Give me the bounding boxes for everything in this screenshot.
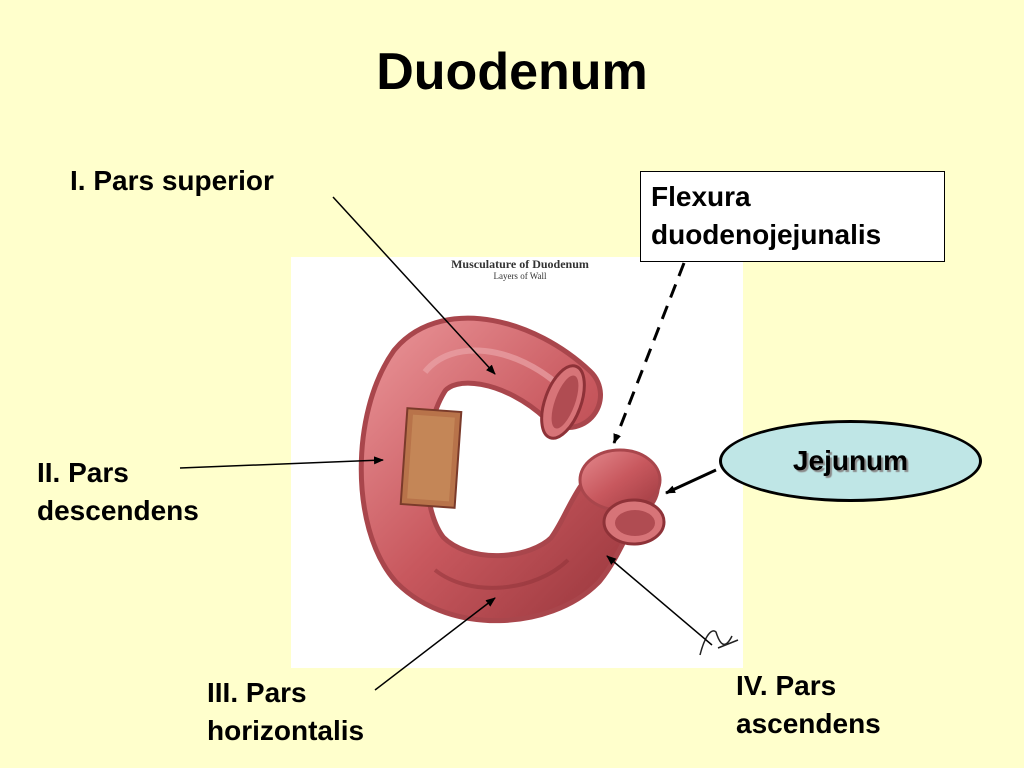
label-pars-ascendens: IV. Pars ascendens bbox=[736, 667, 881, 743]
pointer-flexura bbox=[612, 262, 686, 444]
label-flexura-line1: Flexura bbox=[651, 181, 751, 212]
pointer-pars-horizontalis bbox=[374, 597, 496, 691]
pointer-pars-descendens bbox=[179, 456, 384, 469]
label-pars-superior: I. Pars superior bbox=[70, 165, 274, 196]
label-pars-ascendens-line1: IV. Pars bbox=[736, 670, 837, 701]
illustration-title: Musculature of Duodenum bbox=[451, 257, 589, 271]
label-jejunum: Jejunum bbox=[719, 420, 982, 502]
label-pars-ascendens-line2: ascendens bbox=[736, 708, 881, 739]
label-pars-descendens-line1: II. Pars bbox=[37, 457, 129, 488]
illustration-subtitle: Layers of Wall bbox=[493, 271, 547, 281]
pointer-pars-ascendens bbox=[606, 555, 713, 646]
label-pars-horizontalis-line1: III. Pars bbox=[207, 677, 307, 708]
slide-title: Duodenum bbox=[376, 43, 648, 101]
label-pars-horizontalis-line2: horizontalis bbox=[207, 715, 365, 746]
label-pars-descendens: II. Pars descendens bbox=[37, 454, 199, 530]
pointer-jejunum bbox=[665, 468, 717, 495]
label-pars-horizontalis: III. Pars horizontalis bbox=[207, 674, 364, 750]
illustration-caption: Musculature of Duodenum Layers of Wall bbox=[440, 258, 600, 282]
label-flexura-duodenojejunalis: Flexura duodenojejunalis bbox=[640, 171, 945, 262]
duodenum-shape bbox=[358, 315, 666, 624]
label-flexura-line2: duodenojejunalis bbox=[651, 219, 882, 250]
label-pars-descendens-line2: descendens bbox=[37, 495, 199, 526]
artist-signature bbox=[699, 630, 739, 656]
pointer-pars-superior bbox=[332, 196, 496, 375]
